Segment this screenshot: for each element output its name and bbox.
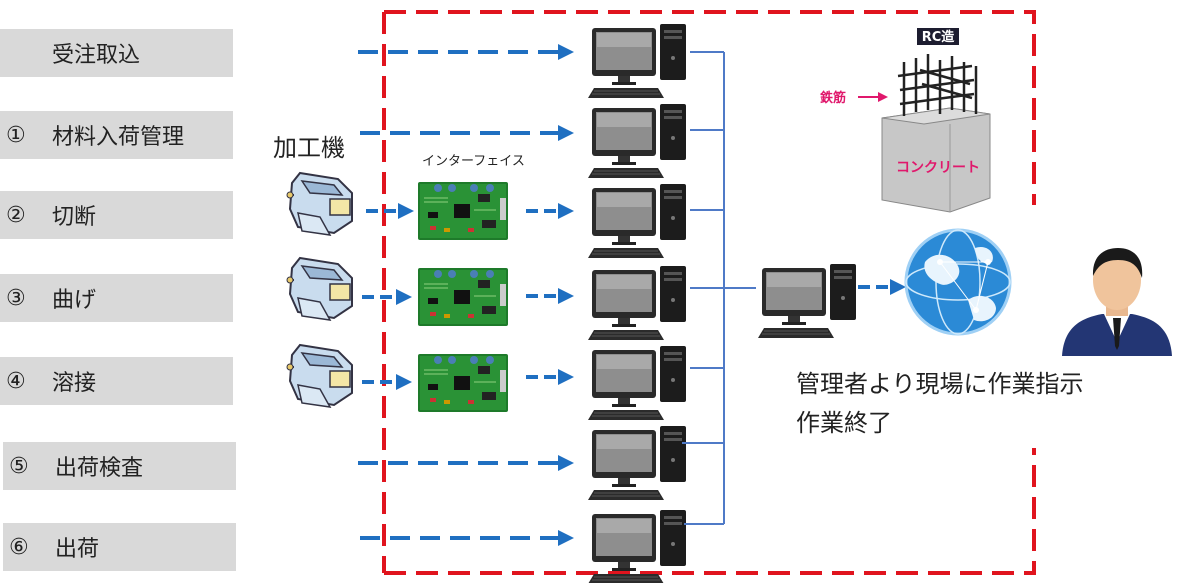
computer-icon xyxy=(587,425,687,501)
step-cutting: ② 切断 xyxy=(0,191,233,239)
flow-arrow-board-pc-2 xyxy=(526,288,574,304)
processing-machine-icon xyxy=(286,344,353,408)
step-label: 曲げ xyxy=(52,288,97,313)
step-number: ⑥ xyxy=(9,534,29,560)
step-welding: ④ 溶接 xyxy=(0,357,233,405)
interface-label: インターフェイス xyxy=(422,154,525,169)
computer-icon xyxy=(587,265,687,341)
rc-structure-icon xyxy=(881,54,991,213)
manager-avatar-icon xyxy=(1062,248,1172,356)
interface-board-icon xyxy=(417,267,509,327)
rebar-pointer-arrow xyxy=(878,92,888,102)
flow-arrow-board-pc-1 xyxy=(526,203,574,219)
network-lines xyxy=(682,51,756,525)
processing-machine-icon xyxy=(286,172,353,236)
interface-board-icon xyxy=(417,181,509,241)
step-shipping: ⑥ 出荷 xyxy=(3,523,236,571)
rebar-label: 鉄筋 xyxy=(820,90,846,106)
computer-icon xyxy=(587,345,687,421)
step-label: 切断 xyxy=(52,205,97,230)
processing-machine-icon xyxy=(286,257,353,321)
computer-icon xyxy=(587,509,687,583)
step-label: 受注取込 xyxy=(52,43,141,68)
flow-arrow-machine-board-2 xyxy=(362,289,412,305)
step-label: 溶接 xyxy=(52,371,97,396)
step-number: ② xyxy=(6,202,26,228)
flow-arrow-order-import xyxy=(358,44,574,60)
step-number: ⑤ xyxy=(9,453,29,479)
boundary-top-line xyxy=(384,10,1036,205)
step-number: ③ xyxy=(6,285,26,311)
step-number: ④ xyxy=(6,368,26,394)
rc-title-bg xyxy=(917,28,959,45)
flow-arrow-machine-board-1 xyxy=(366,203,414,219)
instruction-text: 管理者より現場に作業指示 xyxy=(796,370,1084,398)
interface-board-icon xyxy=(417,353,509,413)
rc-title: RC造 xyxy=(922,29,956,45)
flow-arrow-shipping xyxy=(360,530,574,546)
step-label: 出荷検査 xyxy=(55,456,144,481)
globe-icon xyxy=(904,228,1012,336)
computer-icon xyxy=(587,23,687,99)
work-complete-text: 作業終了 xyxy=(796,409,892,437)
step-label: 出荷 xyxy=(55,537,100,562)
step-shipping-inspection: ⑤ 出荷検査 xyxy=(3,442,236,490)
machine-label: 加工機 xyxy=(273,134,345,162)
step-label: 材料入荷管理 xyxy=(52,125,185,150)
step-bending: ③ 曲げ xyxy=(0,274,233,322)
flow-arrow-machine-board-3 xyxy=(362,374,412,390)
computer-icon xyxy=(587,103,687,179)
server-computer-icon xyxy=(757,263,857,339)
step-order-import: 受注取込 xyxy=(0,29,233,77)
step-number: ① xyxy=(6,122,26,148)
computer-icon xyxy=(587,183,687,259)
flow-arrow-to-internet xyxy=(858,279,906,295)
flow-arrow-shipping-inspection xyxy=(358,455,574,471)
boundary-bottom-line xyxy=(384,448,1036,575)
concrete-label: コンクリート xyxy=(896,160,980,176)
flow-arrow-material xyxy=(360,125,574,141)
flow-arrow-board-pc-3 xyxy=(526,369,574,385)
step-material-receiving: ① 材料入荷管理 xyxy=(0,111,233,159)
